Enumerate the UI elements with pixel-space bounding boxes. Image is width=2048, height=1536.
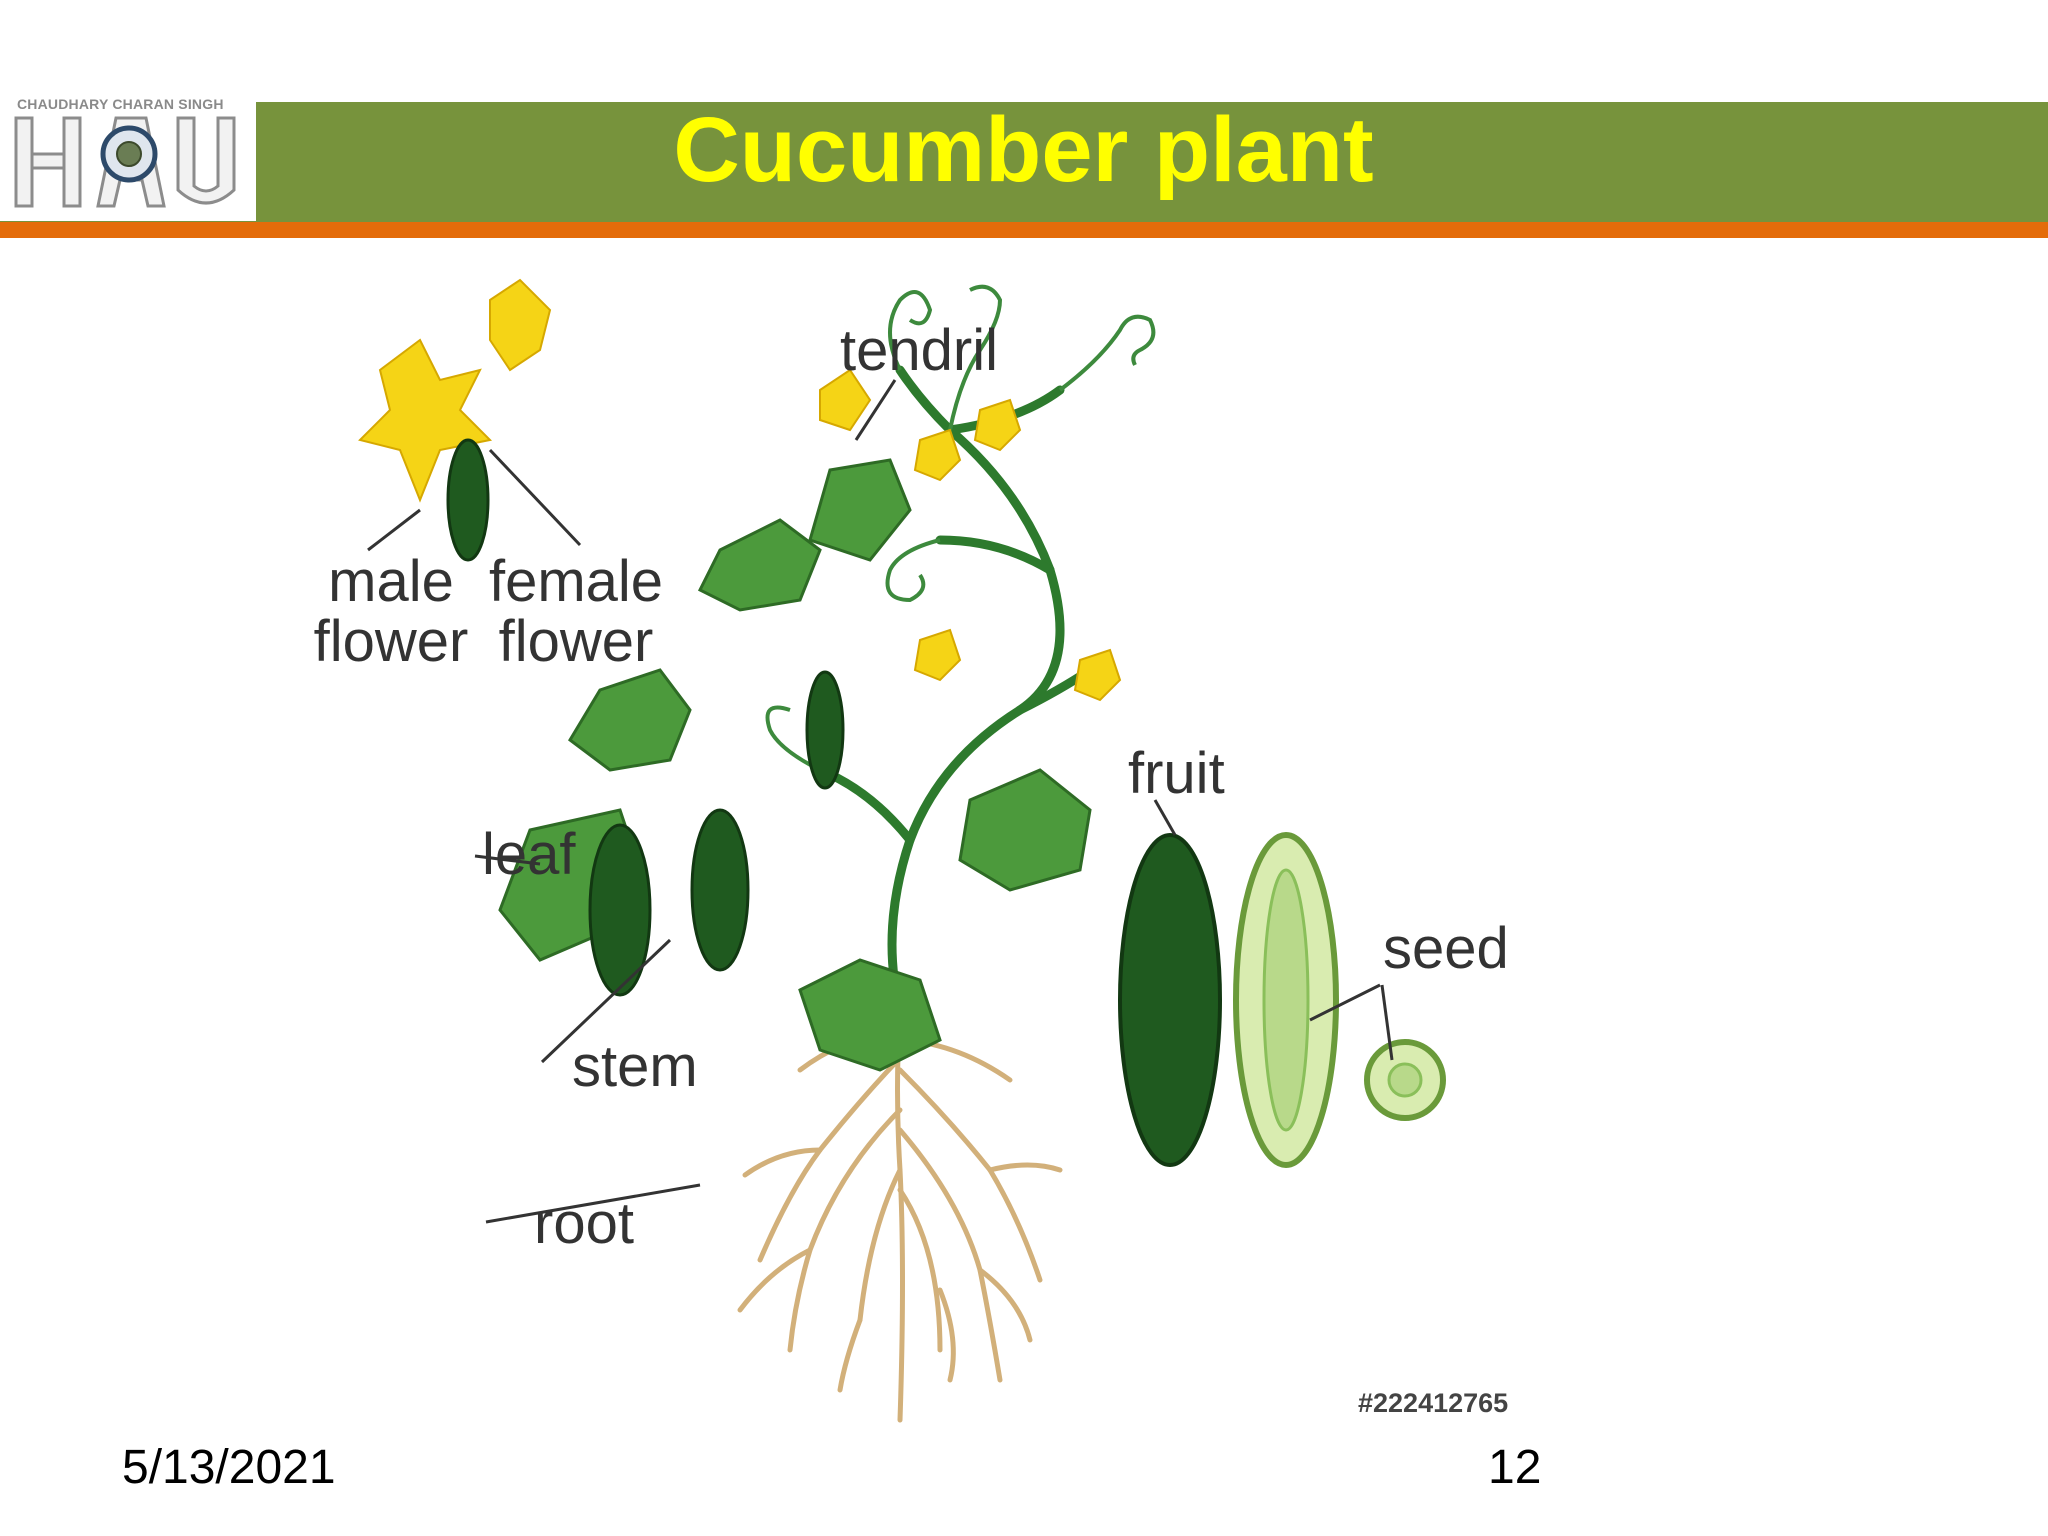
title-underline (0, 222, 2048, 238)
footer-date: 5/13/2021 (122, 1441, 336, 1494)
label-female-line1: female (488, 549, 664, 614)
label-fruit: fruit (1128, 741, 1225, 806)
label-female-line2: flower (498, 609, 654, 674)
label-leaf: leaf (482, 822, 576, 887)
label-root: root (534, 1191, 634, 1256)
label-seed: seed (1383, 916, 1509, 981)
label-tendril: tendril (840, 318, 998, 383)
stock-image-id: #222412765 (1358, 1388, 1509, 1418)
cucumber-plant-diagram: male flower female flower tendril fruit … (300, 270, 1550, 1435)
label-male-line1: male (328, 549, 454, 614)
slide-title: Cucumber plant (673, 99, 1374, 201)
label-male-line2: flower (313, 609, 469, 674)
logo-caption: CHAUDHARY CHARAN SINGH (17, 96, 224, 112)
label-stem: stem (572, 1034, 698, 1099)
label-male-flower: male flower (300, 552, 482, 672)
cucumber-plant-illustration (358, 278, 1446, 1423)
title-bar (0, 102, 2048, 222)
footer-page-number: 12 (1488, 1441, 1542, 1494)
label-female-flower: female flower (460, 552, 692, 672)
hau-logo-icon (14, 116, 236, 208)
